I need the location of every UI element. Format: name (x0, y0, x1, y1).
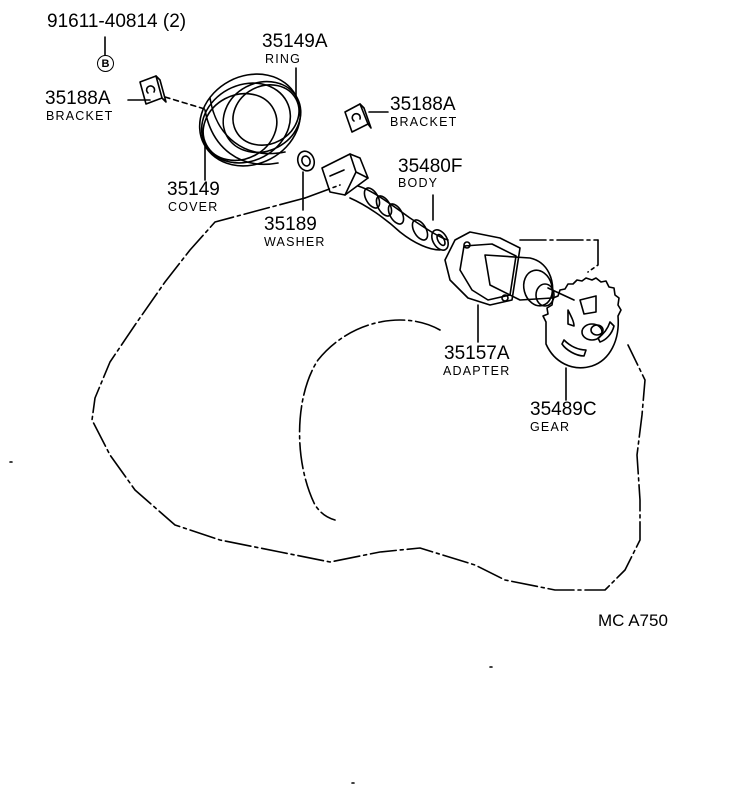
diagram-code: MC A750 (598, 611, 668, 630)
bolt-part-number: 91611-40814 (2) (47, 11, 187, 32)
adapter-part-number: 35157A (444, 343, 510, 364)
transmission-case-outline (91, 197, 646, 591)
bracket-left-part-number: 35188A (45, 88, 111, 109)
body-shape (321, 153, 449, 251)
bracket-left-dash (164, 96, 209, 111)
cover-part-number: 35149 (167, 179, 220, 200)
cover-ring-shape (198, 73, 302, 167)
gear-part-number: 35489C (530, 399, 597, 420)
case-top-edge (304, 184, 599, 241)
gear-shape (542, 277, 622, 369)
bracket-right-part-number: 35188A (390, 94, 456, 115)
bracket-left-shape (139, 75, 167, 105)
ring-name: RING (265, 52, 302, 66)
bolt-b-badge: B (97, 55, 114, 72)
ring-part-number: 35149A (262, 31, 328, 52)
bracket-right-name: BRACKET (390, 115, 458, 129)
adapter-name: ADAPTER (443, 364, 511, 378)
case-inner-opening (298, 319, 441, 521)
washer-name: WASHER (264, 235, 326, 249)
washer-shape (296, 150, 316, 172)
bracket-left-name: BRACKET (46, 109, 114, 123)
body-name: BODY (398, 176, 439, 190)
adapter-shape (444, 231, 575, 307)
bracket-right-shape (344, 103, 372, 133)
gear-name: GEAR (530, 420, 571, 434)
cover-name: COVER (168, 200, 219, 214)
body-part-number: 35480F (398, 156, 463, 177)
washer-part-number: 35189 (264, 214, 317, 235)
